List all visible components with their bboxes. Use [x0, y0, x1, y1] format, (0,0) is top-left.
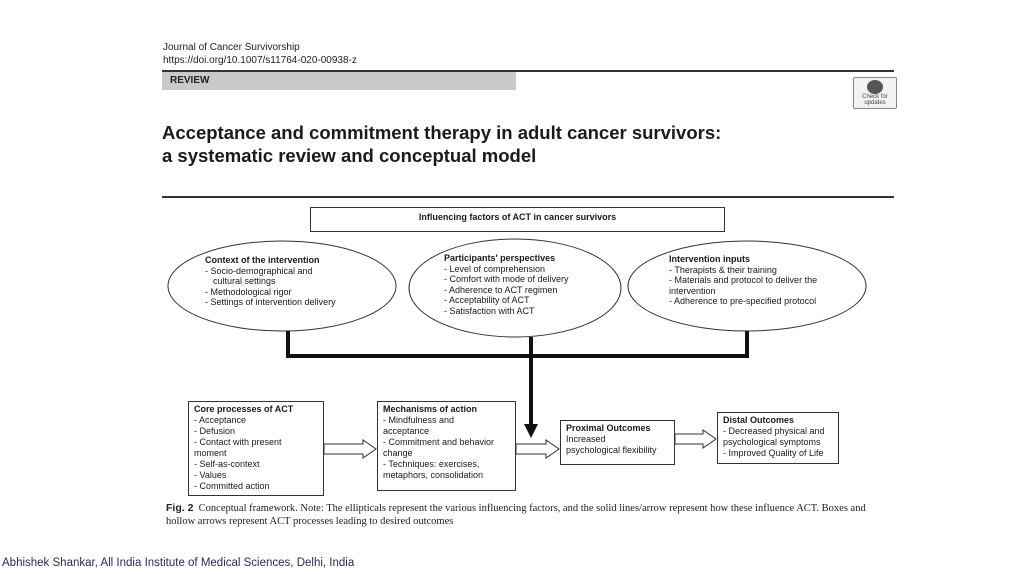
- influence-line: [286, 331, 749, 358]
- journal-header: Journal of Cancer Survivorship https://d…: [163, 41, 357, 67]
- hollow-arrow-core-to-mechanisms: [323, 439, 377, 459]
- participants-item: - Level of comprehension: [444, 263, 546, 274]
- proximal-outcomes-box: Proximal Outcomes Increased psychologica…: [560, 420, 675, 465]
- journal-name: Journal of Cancer Survivorship: [163, 42, 300, 53]
- distal-outcomes-box: Distal Outcomes - Decreased physical and…: [717, 412, 839, 464]
- participants-text: Participants' perspectives - Level of co…: [444, 253, 569, 316]
- mechanisms-box: Mechanisms of action - Mindfulness and a…: [377, 401, 516, 491]
- inputs-item: - Adherence to pre-specified protocol: [669, 296, 817, 306]
- core-item: - Values: [194, 470, 227, 480]
- proximal-item: Increased: [566, 434, 606, 444]
- participants-item: - Satisfaction with ACT: [444, 305, 535, 316]
- mechanisms-heading: Mechanisms of action: [383, 404, 478, 414]
- section-band: REVIEW: [162, 72, 516, 90]
- context-item: - Socio-demographical and: [205, 265, 313, 276]
- inputs-item: - Materials and protocol to deliver the: [669, 275, 818, 285]
- participants-item: - Acceptability of ACT: [444, 295, 530, 305]
- context-text: Context of the intervention - Socio-demo…: [205, 255, 336, 308]
- core-item: - Committed action: [194, 481, 270, 491]
- article-title: Acceptance and commitment therapy in adu…: [162, 121, 721, 167]
- hollow-arrow-proximal-to-distal: [674, 429, 717, 449]
- check-for-updates-badge[interactable]: Check for updates: [853, 77, 897, 109]
- proximal-item: psychological flexibility: [566, 445, 657, 455]
- inputs-heading: Intervention inputs: [669, 254, 750, 264]
- badge-label-1: Check for: [862, 94, 888, 100]
- core-item: - Self-as-context: [194, 459, 260, 469]
- caption-text: Conceptual framework. Note: The elliptic…: [166, 503, 866, 527]
- participants-ellipse: [408, 238, 622, 338]
- distal-item: - Improved Quality of Life: [723, 448, 824, 458]
- context-ellipse: [167, 240, 397, 332]
- badge-label-2: updates: [864, 100, 886, 106]
- distal-item: - Decreased physical and: [723, 426, 825, 436]
- core-heading: Core processes of ACT: [194, 404, 294, 414]
- hollow-arrow-mechanisms-to-proximal: [515, 439, 560, 459]
- context-item: - Settings of intervention delivery: [205, 297, 336, 307]
- title-line-1: Acceptance and commitment therapy in adu…: [162, 122, 722, 143]
- mechanisms-item: metaphors, consolidation: [383, 470, 484, 480]
- core-item: moment: [194, 448, 227, 458]
- header-rule: [162, 70, 894, 72]
- participants-item: - Comfort with mode of delivery: [444, 274, 569, 284]
- section-label: REVIEW: [170, 75, 210, 86]
- title-line-2: a systematic review and conceptual model: [162, 145, 537, 166]
- mechanisms-item: - Mindfulness and: [383, 415, 455, 425]
- distal-heading: Distal Outcomes: [723, 415, 795, 425]
- mechanisms-item: - Techniques: exercises,: [383, 459, 480, 469]
- title-rule: [162, 196, 894, 198]
- core-item: - Acceptance: [194, 415, 247, 425]
- inputs-item: - Therapists & their training: [669, 264, 777, 275]
- participants-heading: Participants' perspectives: [444, 253, 556, 263]
- influence-arrow-head: [524, 424, 538, 438]
- influencing-factors-box: Influencing factors of ACT in cancer sur…: [310, 207, 725, 232]
- check-updates-icon: [867, 80, 883, 94]
- context-heading: Context of the intervention: [205, 255, 320, 265]
- context-item: cultural settings: [213, 276, 276, 286]
- core-item: - Contact with present: [194, 437, 282, 447]
- doi-link[interactable]: https://doi.org/10.1007/s11764-020-00938…: [163, 55, 357, 66]
- mechanisms-item: - Commitment and behavior: [383, 437, 495, 447]
- core-processes-box: Core processes of ACT - Acceptance - Def…: [188, 401, 324, 496]
- inputs-text: Intervention inputs - Therapists & their…: [669, 254, 817, 307]
- distal-item: psychological symptoms: [723, 437, 821, 447]
- participants-item: - Adherence to ACT regimen: [444, 284, 558, 295]
- factors-heading: Influencing factors of ACT in cancer sur…: [418, 212, 617, 222]
- inputs-item: intervention: [669, 285, 716, 296]
- figure-caption: Fig. 2 Conceptual framework. Note: The e…: [166, 502, 871, 528]
- core-item: - Defusion: [194, 426, 236, 436]
- mechanisms-item: acceptance: [383, 426, 430, 436]
- caption-label: Fig. 2: [166, 502, 194, 514]
- context-item: - Methodological rigor: [205, 286, 292, 297]
- presenter-credit: Abhishek Shankar, All India Institute of…: [2, 557, 355, 569]
- proximal-heading: Proximal Outcomes: [566, 423, 651, 433]
- mechanisms-item: change: [383, 448, 413, 458]
